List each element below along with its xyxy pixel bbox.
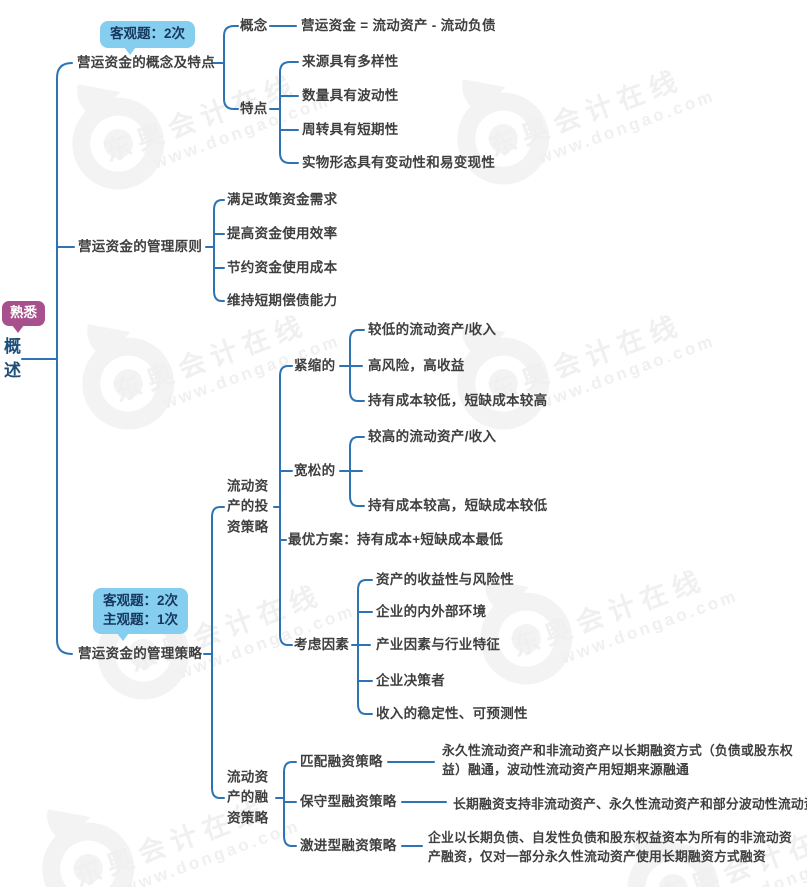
badge-familiar: 熟悉 — [2, 301, 45, 333]
conservative-strategy-desc: 长期融资支持非流动资产、永久性流动资产和部分波动性流动资产 — [453, 796, 807, 812]
feature-item: 实物形态具有变动性和易变现性 — [302, 154, 496, 170]
principle-item: 节约资金使用成本 — [227, 259, 338, 275]
node-investment-strategy: 流动资产的投资策略 — [227, 478, 269, 535]
tight-item: 较低的流动资产/收入 — [368, 321, 497, 337]
node-concept: 概念 — [240, 17, 268, 33]
principle-item: 提高资金使用效率 — [227, 225, 338, 241]
factor-item: 资产的收益性与风险性 — [376, 571, 514, 587]
badge-objective-concept: 客观题：2次 — [100, 21, 196, 55]
node-optimal: 最优方案：持有成本+短缺成本最低 — [288, 531, 504, 547]
tight-item: 高风险，高收益 — [368, 357, 465, 373]
factor-item: 企业的内外部环境 — [376, 603, 487, 619]
factor-item: 产业因素与行业特征 — [376, 636, 501, 652]
aggressive-strategy-desc: 企业以长期负债、自发性负债和股东权益资本为所有的非流动资产融资，仅对一部分永久性… — [428, 829, 792, 864]
tight-item: 持有成本较低，短缺成本较高 — [368, 392, 548, 408]
node-features: 特点 — [240, 100, 268, 116]
node-aggressive-strategy: 激进型融资策略 — [300, 837, 397, 853]
matching-strategy-desc: 永久性流动资产和非流动资产以长期融资方式（负债或股东权益）融通，波动性流动资产用… — [442, 742, 793, 777]
node-factors: 考虑因素 — [294, 636, 350, 652]
node-tight: 紧缩的 — [294, 357, 336, 373]
root-topic: 概述 — [4, 337, 21, 380]
branch-management-strategies: 营运资金的管理策略 — [78, 645, 203, 661]
feature-item: 数量具有波动性 — [302, 87, 399, 103]
node-matching-strategy: 匹配融资策略 — [300, 753, 383, 769]
badge-strategy-frequency: 客观题：2次 主观题：1次 — [93, 588, 189, 641]
factor-item: 企业决策者 — [376, 672, 445, 688]
badge-strategy-line2: 主观题：1次 — [103, 611, 179, 627]
badge-objective-concept-label: 客观题：2次 — [110, 26, 186, 41]
principle-item: 维持短期偿债能力 — [227, 292, 338, 308]
factor-item: 收入的稳定性、可预测性 — [376, 705, 528, 721]
branch-concept-features: 营运资金的概念及特点 — [77, 54, 215, 70]
node-loose: 宽松的 — [294, 462, 336, 478]
branch-management-principles: 营运资金的管理原则 — [78, 238, 203, 254]
badge-familiar-label: 熟悉 — [10, 305, 37, 320]
loose-item: 较高的流动资产/收入 — [368, 428, 497, 444]
node-formula: 营运资金 = 流动资产 - 流动负债 — [301, 17, 496, 33]
badge-strategy-line1: 客观题：2次 — [103, 593, 179, 608]
node-conservative-strategy: 保守型融资策略 — [300, 793, 397, 809]
loose-item: 持有成本较高，短缺成本较低 — [368, 497, 548, 513]
feature-item: 来源具有多样性 — [302, 53, 399, 69]
principle-item: 满足政策资金需求 — [227, 191, 338, 207]
node-financing-strategy: 流动资产的融资策略 — [227, 769, 269, 826]
feature-item: 周转具有短期性 — [302, 121, 399, 137]
